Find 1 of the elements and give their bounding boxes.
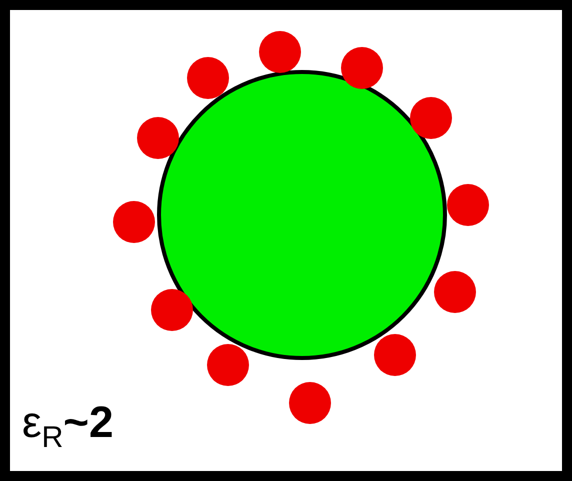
- permittivity-label: ε$_{R}$~2: [22, 398, 114, 456]
